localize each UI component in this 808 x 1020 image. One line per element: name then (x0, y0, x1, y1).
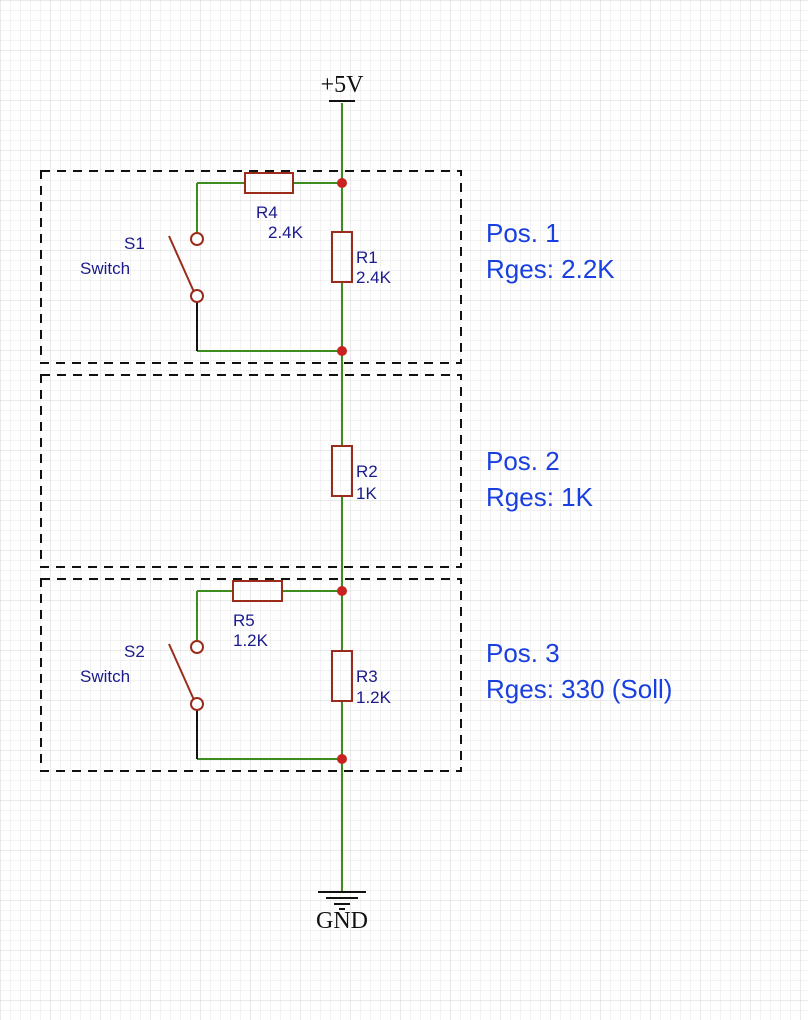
r2-ref: R2 (356, 462, 378, 481)
r3-value: 1.2K (356, 688, 392, 707)
s2-lever (168, 643, 195, 701)
r5-value: 1.2K (233, 631, 269, 650)
junction-n1 (337, 178, 347, 188)
pos-3-rges: Rges: 330 (Soll) (486, 674, 672, 704)
s2-contact-top (190, 640, 204, 654)
ground-label: GND (316, 908, 368, 934)
switch-s2 (168, 640, 204, 711)
r4-value: 2.4K (268, 223, 304, 242)
r3-ref: R3 (356, 667, 378, 686)
r5-ref: R5 (233, 611, 255, 630)
pos-1-name: Pos. 1 (486, 218, 560, 248)
ground-symbol (318, 891, 366, 910)
s1-contact-bottom (190, 289, 204, 303)
resistor-r4 (244, 172, 294, 194)
resistor-r1 (331, 231, 353, 283)
junction-n4 (337, 754, 347, 764)
s1-type: Switch (80, 259, 130, 278)
component-labels: S1 Switch S2 Switch R4 2.4K R1 2.4K R2 1… (80, 203, 392, 707)
r1-value: 2.4K (356, 268, 392, 287)
position-frames (40, 170, 462, 772)
resistor-r2 (331, 445, 353, 497)
s2-ref: S2 (124, 642, 145, 661)
s1-lever (168, 235, 195, 293)
supply-label: +5V (321, 72, 365, 98)
frame-pos-2 (40, 374, 462, 568)
wires (196, 103, 343, 892)
pos-3-name: Pos. 3 (486, 638, 560, 668)
position-info: Pos. 1 Rges: 2.2K Pos. 2 Rges: 1K Pos. 3… (486, 218, 672, 704)
switch-s1 (168, 232, 204, 303)
resistor-r5 (232, 580, 283, 602)
s2-contact-bottom (190, 697, 204, 711)
junction-n2 (337, 346, 347, 356)
junction-n3 (337, 586, 347, 596)
supply-symbol: +5V (321, 72, 365, 102)
frame-pos-3 (40, 578, 462, 772)
resistor-r3 (331, 650, 353, 702)
s1-ref: S1 (124, 234, 145, 253)
pos-1-rges: Rges: 2.2K (486, 254, 615, 284)
r2-value: 1K (356, 484, 377, 503)
junctions (337, 178, 347, 764)
frame-pos-1 (40, 170, 462, 364)
resistor-bodies (232, 172, 353, 702)
pos-2-rges: Rges: 1K (486, 482, 594, 512)
r1-ref: R1 (356, 248, 378, 267)
s1-contact-top (190, 232, 204, 246)
r4-ref: R4 (256, 203, 278, 222)
pos-2-name: Pos. 2 (486, 446, 560, 476)
s2-type: Switch (80, 667, 130, 686)
